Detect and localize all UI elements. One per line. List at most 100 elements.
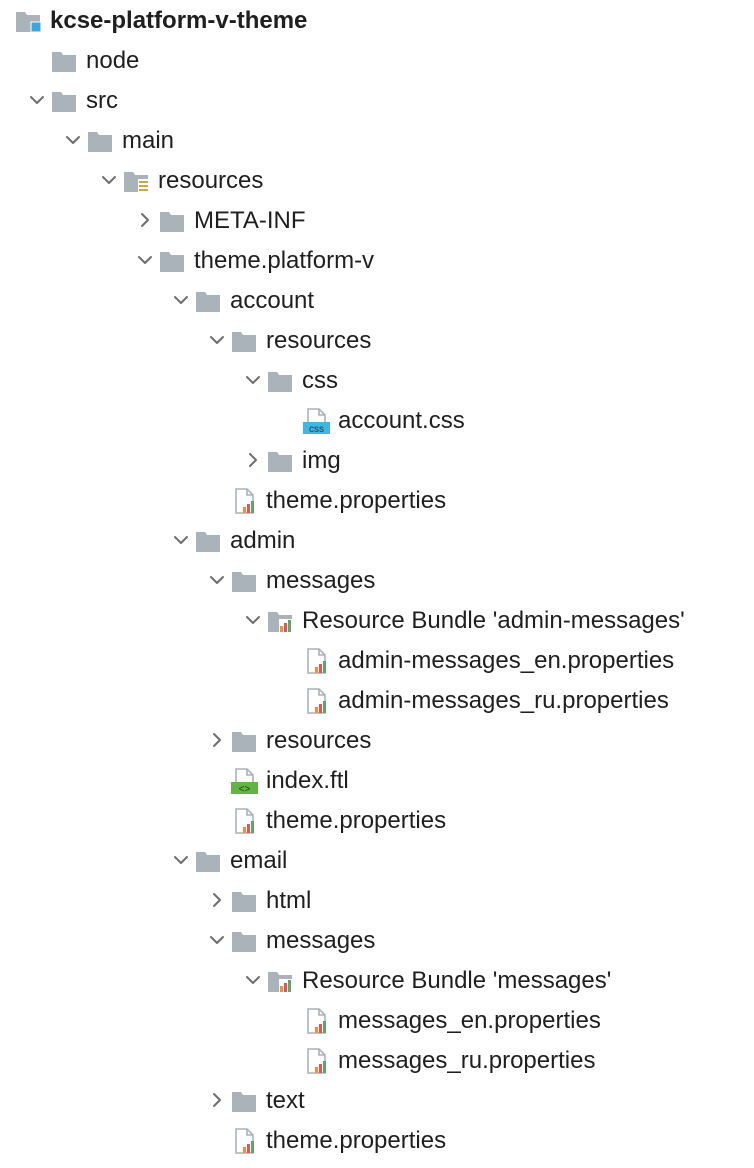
chevron-down-icon[interactable] (98, 169, 120, 191)
tree-row-admin[interactable]: admin (0, 521, 754, 561)
folder-icon (230, 327, 258, 355)
tree-item-label: messages_ru.properties (338, 1047, 596, 1074)
tree-item-label: theme.properties (266, 487, 447, 514)
tree-item-label: account.css (338, 407, 465, 434)
properties-file-icon (230, 487, 258, 515)
svg-text:<>: <> (239, 784, 251, 795)
tree-row-admin-resource-bundle[interactable]: Resource Bundle 'admin-messages' (0, 601, 754, 641)
tree-row-text[interactable]: text (0, 1081, 754, 1121)
properties-file-icon (302, 1047, 330, 1075)
properties-file-icon (302, 647, 330, 675)
folder-icon (50, 87, 78, 115)
tree-row-resources-root[interactable]: resources (0, 161, 754, 201)
properties-file-icon (302, 1007, 330, 1035)
tree-row-account-resources[interactable]: resources (0, 321, 754, 361)
chevron-down-icon[interactable] (170, 529, 192, 551)
tree-item-label: account (230, 287, 315, 314)
chevron-down-icon[interactable] (242, 369, 264, 391)
tree-row-theme-platform-v[interactable]: theme.platform-v (0, 241, 754, 281)
chevron-down-icon[interactable] (170, 289, 192, 311)
chevron-down-icon[interactable] (206, 929, 228, 951)
tree-row-admin-messages-ru[interactable]: admin-messages_ru.properties (0, 681, 754, 721)
tree-item-label: resources (266, 327, 372, 354)
module-folder-icon (14, 7, 42, 35)
tree-item-label: main (122, 127, 175, 154)
chevron-right-icon[interactable] (206, 729, 228, 751)
folder-icon (194, 527, 222, 555)
tree-item-label: img (302, 447, 341, 474)
properties-file-icon (230, 1127, 258, 1155)
tree-row-email-resource-bundle[interactable]: Resource Bundle 'messages' (0, 961, 754, 1001)
tree-item-label: email (230, 847, 288, 874)
tree-item-label: src (86, 87, 118, 114)
tree-row-src[interactable]: src (0, 81, 754, 121)
svg-text:css: css (309, 424, 324, 435)
tree-row-main[interactable]: main (0, 121, 754, 161)
tree-row-img[interactable]: img (0, 441, 754, 481)
resources-root-folder-icon (122, 167, 150, 195)
tree-row-email-theme-properties[interactable]: theme.properties (0, 1121, 754, 1161)
properties-file-icon (230, 807, 258, 835)
tree-item-label: messages (266, 567, 376, 594)
tree-row-admin-messages-en[interactable]: admin-messages_en.properties (0, 641, 754, 681)
properties-file-icon (302, 687, 330, 715)
tree-item-label: admin (230, 527, 296, 554)
tree-row-css[interactable]: css (0, 361, 754, 401)
chevron-down-icon[interactable] (206, 569, 228, 591)
tree-row-meta-inf[interactable]: META-INF (0, 201, 754, 241)
chevron-right-icon[interactable] (242, 449, 264, 471)
tree-row-admin-resources[interactable]: resources (0, 721, 754, 761)
folder-icon (194, 287, 222, 315)
tree-item-label: text (266, 1087, 305, 1114)
tree-item-label: html (266, 887, 312, 914)
tree-item-label: css (302, 367, 338, 394)
folder-icon (158, 247, 186, 275)
tree-item-label: resources (266, 727, 372, 754)
css-file-icon: css (302, 407, 330, 435)
chevron-down-icon[interactable] (26, 89, 48, 111)
tree-row-account-css[interactable]: css account.css (0, 401, 754, 441)
resource-bundle-icon (266, 967, 294, 995)
tree-row-kcse-platform-v-theme[interactable]: kcse-platform-v-theme (0, 1, 754, 41)
chevron-right-icon[interactable] (206, 1089, 228, 1111)
tree-item-label: kcse-platform-v-theme (50, 7, 308, 34)
chevron-down-icon[interactable] (206, 329, 228, 351)
tree-item-label: index.ftl (266, 767, 349, 794)
tree-row-admin-messages[interactable]: messages (0, 561, 754, 601)
tree-row-email-messages[interactable]: messages (0, 921, 754, 961)
tree-item-label: META-INF (194, 207, 306, 234)
chevron-down-icon[interactable] (134, 249, 156, 271)
folder-icon (230, 1087, 258, 1115)
folder-icon (86, 127, 114, 155)
chevron-down-icon[interactable] (242, 969, 264, 991)
tree-item-label: admin-messages_en.properties (338, 647, 675, 674)
chevron-down-icon[interactable] (242, 609, 264, 631)
tree-row-account-theme-properties[interactable]: theme.properties (0, 481, 754, 521)
tree-row-email[interactable]: email (0, 841, 754, 881)
folder-icon (50, 47, 78, 75)
chevron-down-icon[interactable] (170, 849, 192, 871)
chevron-right-icon[interactable] (206, 889, 228, 911)
tree-item-label: Resource Bundle 'messages' (302, 967, 612, 994)
tree-item-label: theme.properties (266, 1127, 447, 1154)
chevron-right-icon[interactable] (134, 209, 156, 231)
tree-row-account[interactable]: account (0, 281, 754, 321)
tree-row-admin-theme-properties[interactable]: theme.properties (0, 801, 754, 841)
tree-item-label: resources (158, 167, 264, 194)
chevron-down-icon[interactable] (62, 129, 84, 151)
folder-icon (158, 207, 186, 235)
tree-row-messages-ru[interactable]: messages_ru.properties (0, 1041, 754, 1081)
folder-icon (266, 447, 294, 475)
folder-icon (230, 567, 258, 595)
tree-row-messages-en[interactable]: messages_en.properties (0, 1001, 754, 1041)
tree-item-label: theme.platform-v (194, 247, 375, 274)
folder-icon (230, 727, 258, 755)
tree-row-index-ftl[interactable]: <> index.ftl (0, 761, 754, 801)
tree-row-html[interactable]: html (0, 881, 754, 921)
tree-item-label: node (86, 47, 140, 74)
tree-item-label: Resource Bundle 'admin-messages' (302, 607, 685, 634)
tree-row-node[interactable]: node (0, 41, 754, 81)
tree-item-label: messages (266, 927, 376, 954)
tree-item-label: messages_en.properties (338, 1007, 601, 1034)
